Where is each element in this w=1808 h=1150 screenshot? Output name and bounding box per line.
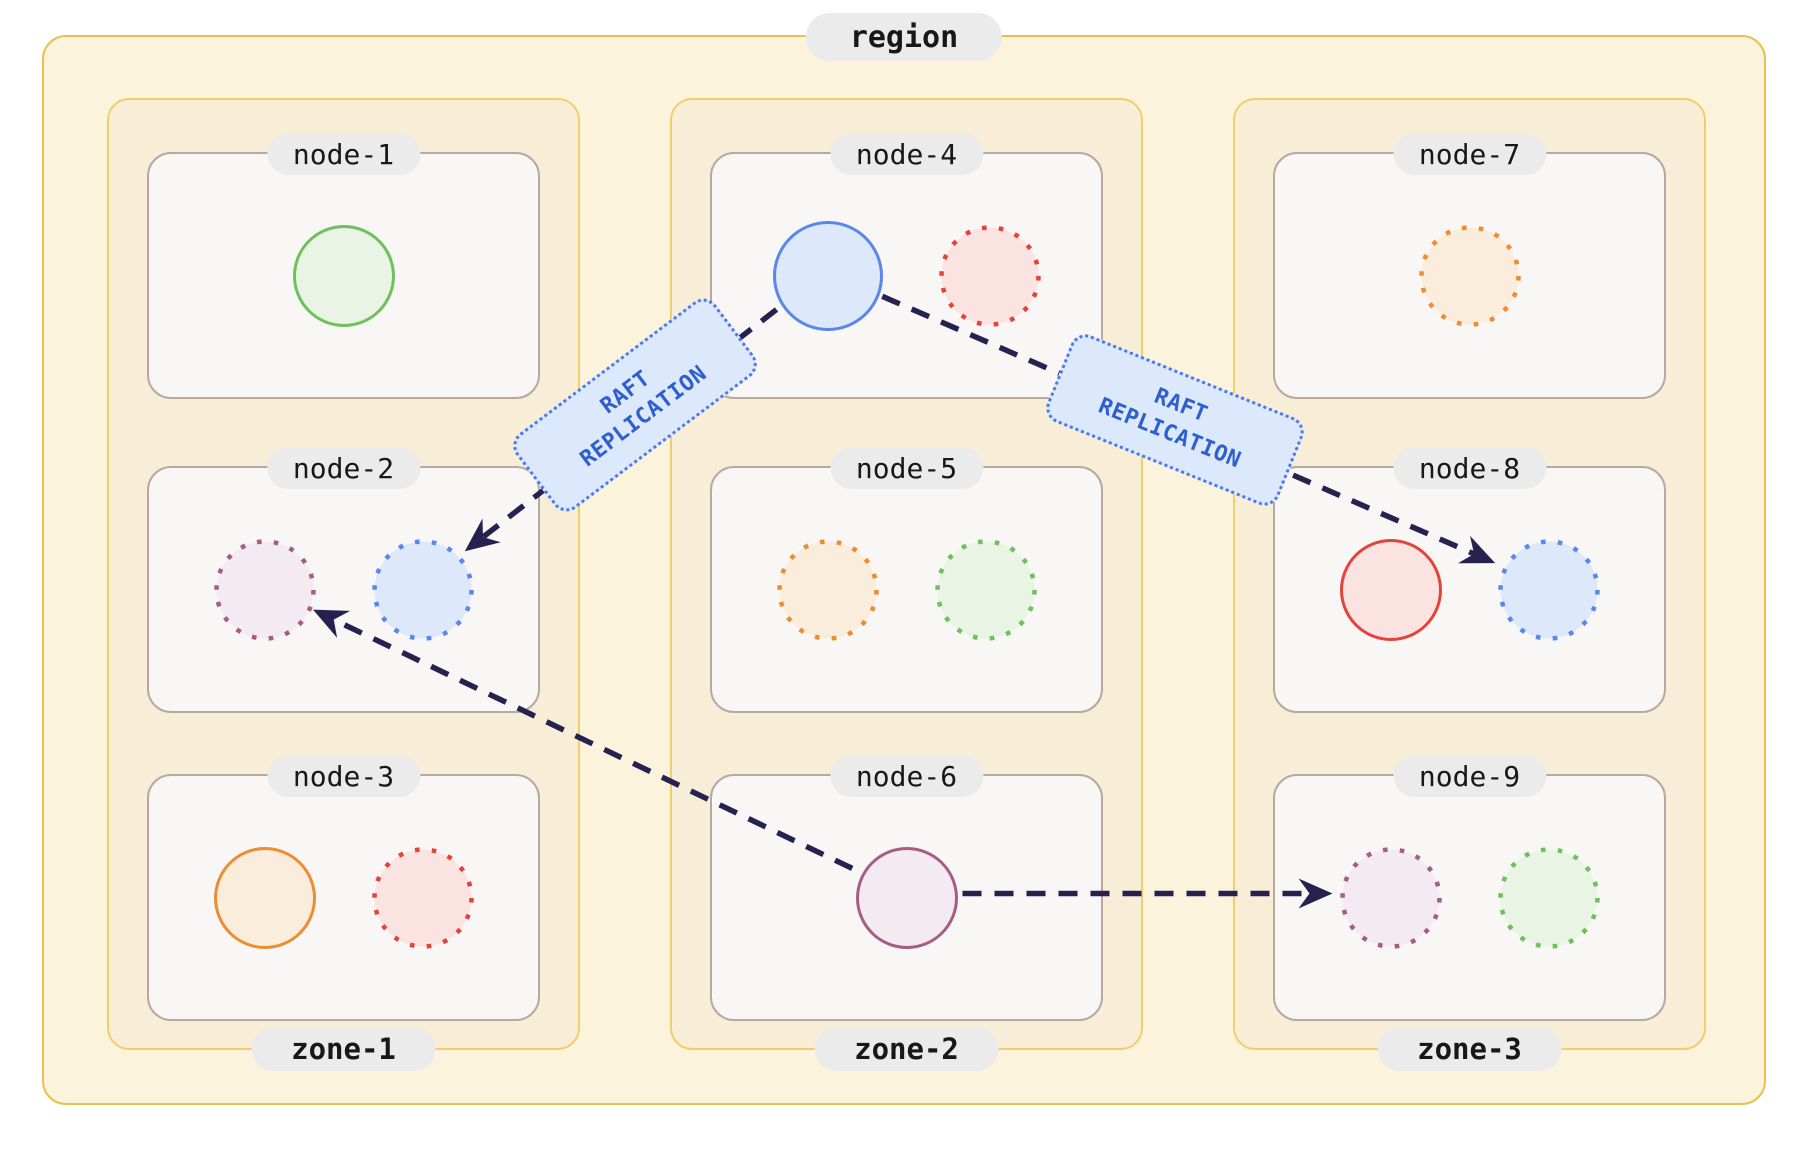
replica-green-dotted (934, 538, 1037, 641)
region-label: region (805, 13, 1003, 61)
zone-box-zone-3: node-7 node-8 node-9 zone-3 (1233, 98, 1706, 1071)
replica-group (712, 154, 1101, 397)
node-label: node-6 (829, 755, 984, 797)
node-box-node-9: node-9 (1273, 755, 1666, 1021)
node-box-node-2: node-2 (147, 447, 540, 713)
node-box-node-6: node-6 (710, 755, 1103, 1021)
node-label: node-2 (266, 447, 421, 489)
region-box: region node-1 node-2 node-3 zone-1 node-… (42, 13, 1766, 1105)
node-box-node-3: node-3 (147, 755, 540, 1021)
replica-group (1275, 776, 1664, 1019)
node-label: node-9 (1392, 755, 1547, 797)
replica-blue-solid-leader (772, 220, 883, 331)
node-box-node-7: node-7 (1273, 133, 1666, 399)
replica-group (149, 154, 538, 397)
node-label: node-7 (1392, 133, 1547, 175)
replica-group (149, 776, 538, 1019)
node-box-node-5: node-5 (710, 447, 1103, 713)
node-label: node-1 (266, 133, 421, 175)
replica-group (1275, 154, 1664, 397)
replica-group (149, 468, 538, 711)
zone-box-zone-2: node-4 node-5 node-6 zone-2 (670, 98, 1143, 1071)
node-box-node-8: node-8 (1273, 447, 1666, 713)
node-box-node-4: node-4 (710, 133, 1103, 399)
replica-purple-dotted (1339, 846, 1442, 949)
replica-blue-dotted (1497, 538, 1600, 641)
replica-purple-solid (855, 846, 958, 949)
zone-label: zone-2 (814, 1027, 999, 1071)
node-box-node-1: node-1 (147, 133, 540, 399)
replica-group (1275, 468, 1664, 711)
replica-orange-dotted (1418, 224, 1521, 327)
replica-green-dotted (1497, 846, 1600, 949)
node-label: node-4 (829, 133, 984, 175)
replica-red-dotted (371, 846, 474, 949)
replica-red-dotted (938, 224, 1041, 327)
zone-label: zone-1 (251, 1027, 436, 1071)
replica-green-solid (292, 224, 395, 327)
replica-group (712, 468, 1101, 711)
replica-purple-dotted (213, 538, 316, 641)
replica-blue-dotted (371, 538, 474, 641)
replica-orange-dotted (776, 538, 879, 641)
zone-box-zone-1: node-1 node-2 node-3 zone-1 (107, 98, 580, 1071)
replica-red-solid (1339, 538, 1442, 641)
replica-group (712, 776, 1101, 1019)
zone-label: zone-3 (1377, 1027, 1562, 1071)
replica-orange-solid (213, 846, 316, 949)
